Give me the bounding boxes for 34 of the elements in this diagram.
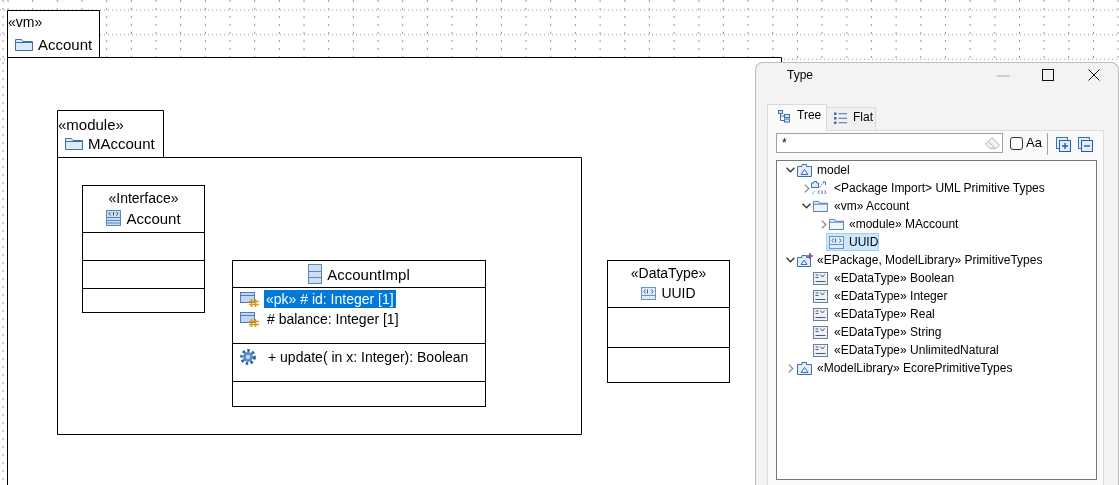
tree-item: «module» MAccount [849,216,959,232]
tree-item: «vm» Account [834,198,910,214]
class-box [232,260,486,407]
dialog-window [755,62,1119,485]
package-name: Account [38,34,93,54]
tab: Flat [826,107,876,130]
tree-item: «EPackage, ModelLibrary» PrimitiveTypes [817,252,1043,268]
stereotype-label: «vm» [8,13,43,31]
tree-item: «ModelLibrary» EcorePrimitiveTypes [817,360,1013,376]
stereotype-label: «Interface» [108,189,179,207]
selected-tab: Tree [767,104,827,131]
checkbox-label: Aa [1026,135,1042,151]
attribute-text: # balance: Integer [1] [267,310,399,328]
operation-text: + update( in x: Integer): Boolean [268,348,469,366]
tree-item: model [817,162,850,178]
datatype-name: UUID [661,284,696,302]
dialog-title: Type [787,67,813,83]
tree-item: «EDataType» Real [834,306,935,322]
stereotype-label: «DataType» [630,264,707,282]
tree-item: <Package Import> UML Primitive Types [834,180,1045,196]
tree-item: «EDataType» String [834,324,942,340]
tree-item: «EDataType» Integer [834,288,948,304]
package-name: MAccount [88,133,155,153]
highlighted-attribute-text: «pk» # id: Integer [1] [264,290,396,308]
tree-item: UUID [849,234,879,250]
interface-box [82,185,205,313]
stereotype-label: «module» [58,114,124,134]
tree-item: «EDataType» Boolean [834,270,955,286]
class-name: AccountImpl [327,264,410,284]
package-frame [57,110,582,435]
interface-name: Account [126,208,181,228]
search-field: * [776,133,1003,153]
tree-item: «EDataType» UnlimitedNatural [834,342,999,358]
datatype-box [607,260,730,383]
